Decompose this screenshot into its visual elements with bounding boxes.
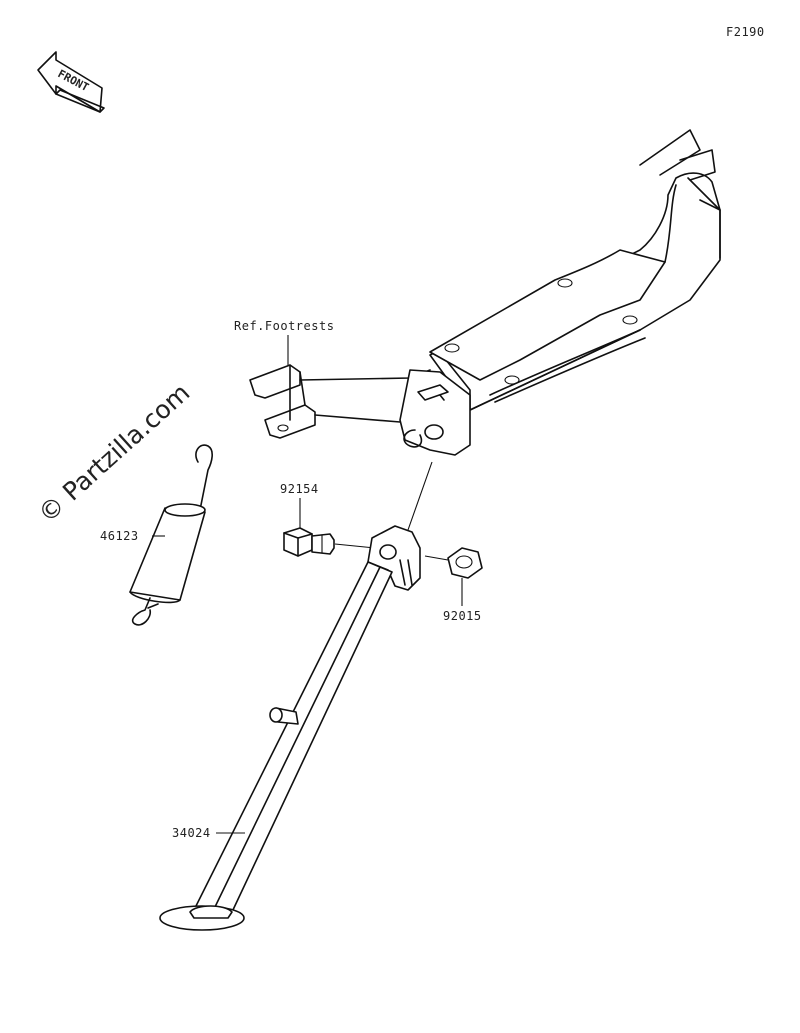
frame-bracket	[429, 129, 721, 411]
label-ref-footrests: Ref.Footrests	[234, 319, 334, 333]
diagram-code: F2190	[726, 25, 765, 39]
label-46123: 46123	[100, 529, 139, 543]
nut-92015	[424, 547, 483, 579]
side-stand-34024	[159, 525, 421, 931]
pivot-leader	[407, 461, 433, 531]
front-arrow-icon: FRONT	[37, 51, 105, 113]
spring-46123	[129, 444, 213, 626]
bolt-92154	[283, 527, 376, 557]
label-92015: 92015	[443, 609, 482, 623]
label-34024: 34024	[172, 826, 211, 840]
label-92154: 92154	[280, 482, 319, 496]
footrest-bracket	[249, 364, 471, 456]
